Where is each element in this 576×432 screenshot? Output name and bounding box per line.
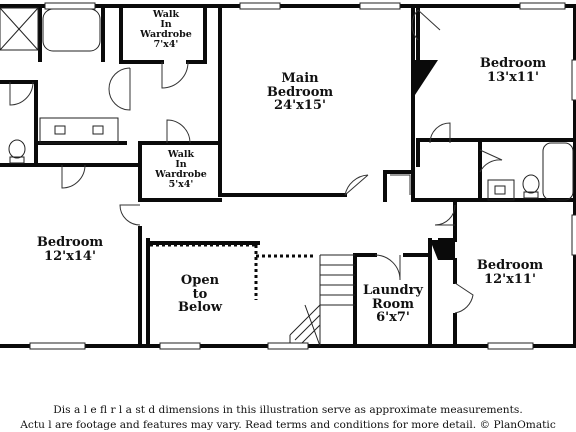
column-wedge xyxy=(413,60,438,98)
column-block xyxy=(430,240,455,260)
wardrobe-mid-line3: Wardrobe xyxy=(155,168,207,180)
bedroom-ne-size: 13'x11' xyxy=(487,69,539,85)
main-bedroom-line1: Main xyxy=(281,71,319,86)
room-label-bedroom-se: Bedroom 12'x11' xyxy=(460,259,560,286)
wardrobe-mid-line1: Walk xyxy=(167,149,195,160)
bedroom-ne-name: Bedroom xyxy=(479,56,547,71)
walls xyxy=(0,4,576,348)
room-label-laundry-room: Laundry Room 6'x7' xyxy=(352,284,434,325)
bedroom-se-size: 12'x11' xyxy=(484,271,536,287)
bedroom-w-name: Bedroom xyxy=(36,235,104,250)
open-below-line2: to xyxy=(192,286,208,302)
room-label-bedroom-ne: Bedroom 13'x11' xyxy=(463,57,563,84)
room-label-walk-in-wardrobe-top: Walk In Wardrobe 7'x4' xyxy=(130,10,202,50)
room-label-main-bedroom: Main Bedroom 24'x15' xyxy=(250,72,350,113)
room-label-bedroom-w: Bedroom 12'x14' xyxy=(20,236,120,263)
disclaimer-line-1: Dis a l e fl r l a st d dimensions in th… xyxy=(53,404,523,416)
open-below-line1: Open xyxy=(180,273,220,288)
laundry-size: 6'x7' xyxy=(376,310,410,326)
laundry-line1: Laundry xyxy=(363,283,423,298)
open-below-railing xyxy=(150,243,315,300)
bedroom-w-size: 12'x14' xyxy=(44,248,96,264)
wardrobe-top-line2: In xyxy=(160,18,172,30)
wardrobe-top-size: 7'x4' xyxy=(153,38,179,50)
staircase xyxy=(289,254,355,347)
main-bedroom-line2: Bedroom xyxy=(266,84,334,100)
wardrobe-mid-size: 5'x4' xyxy=(168,178,194,190)
wardrobe-top-line1: Walk xyxy=(152,9,180,20)
bedroom-se-name: Bedroom xyxy=(476,258,544,273)
windows xyxy=(29,2,576,350)
disclaimer-line-2: Actu l are footage and features may vary… xyxy=(20,419,556,431)
wardrobe-mid-line2: In xyxy=(175,158,187,170)
main-bedroom-size: 24'x15' xyxy=(274,98,326,114)
room-label-walk-in-wardrobe-mid: Walk In Wardrobe 5'x4' xyxy=(145,150,217,190)
room-label-open-to-below: Open to Below xyxy=(160,274,240,315)
doors xyxy=(9,9,503,314)
laundry-line2: Room xyxy=(372,296,414,312)
open-below-line3: Below xyxy=(177,300,223,316)
wardrobe-top-line3: Wardrobe xyxy=(140,28,192,40)
